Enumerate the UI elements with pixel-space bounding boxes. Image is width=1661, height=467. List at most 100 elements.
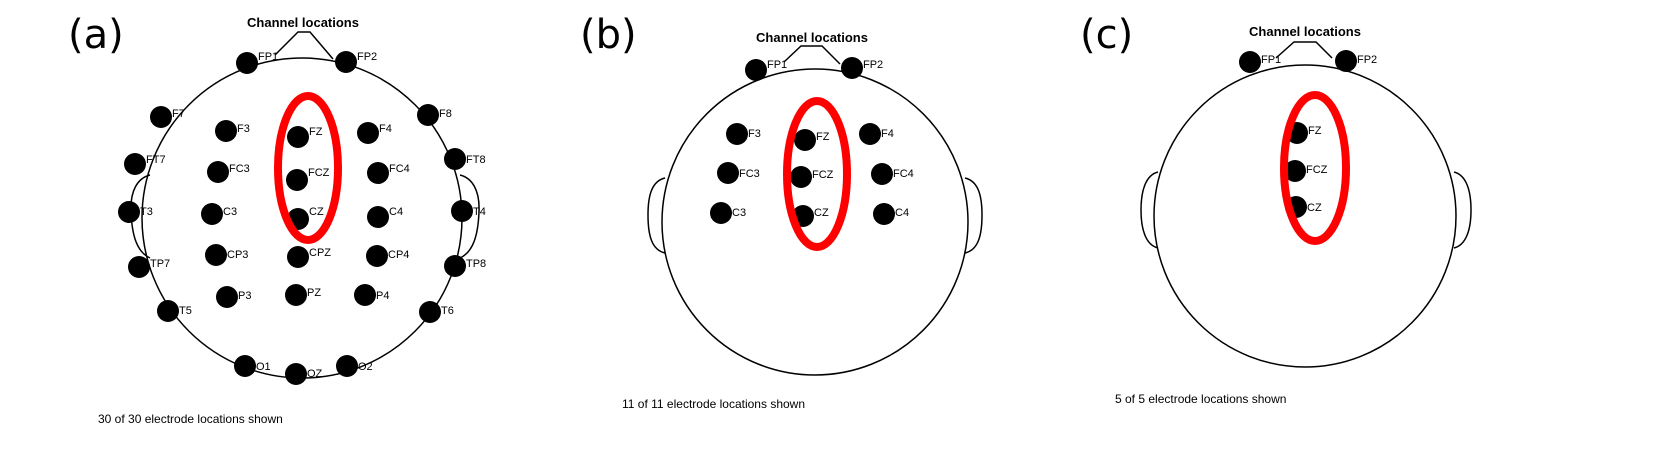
electrode: C4 <box>367 206 403 228</box>
electrode-label: P3 <box>238 290 251 302</box>
head-outline <box>661 68 969 376</box>
electrode-label: FC4 <box>389 163 410 175</box>
electrode-label: CP4 <box>388 249 409 261</box>
electrode: FZ <box>287 126 323 148</box>
electrode-label: O2 <box>358 361 373 373</box>
electrode: CP4 <box>366 245 409 267</box>
panel-b: (b) Channel locations FP1 FP2 F3 FZ F4 F… <box>580 12 983 411</box>
right-ear-outline <box>964 177 983 254</box>
electrode: FCZ <box>1284 160 1328 182</box>
nose-outline <box>783 45 841 65</box>
electrode-label: OZ <box>307 368 323 380</box>
electrode: FZ <box>794 129 830 151</box>
caption: 5 of 5 electrode locations shown <box>1115 392 1286 406</box>
head-title: Channel locations <box>1249 24 1361 39</box>
electrode-label: PZ <box>307 287 321 299</box>
electrode-group: FP1 FP2 FZ FCZ CZ <box>1239 50 1377 218</box>
electrode: FC4 <box>871 163 914 185</box>
electrode-label: FZ <box>309 126 323 138</box>
electrode: FCZ <box>790 166 834 188</box>
electrode-label: F4 <box>881 128 894 140</box>
nose-outline <box>1275 41 1333 59</box>
nose-outline <box>274 31 334 60</box>
highlight-ellipse <box>783 97 851 251</box>
panel-letter: (a) <box>68 12 124 58</box>
left-ear-outline <box>1140 171 1159 249</box>
electrode-label: FC3 <box>739 168 760 180</box>
electrode-label: FCZ <box>308 167 330 179</box>
electrode-label: C3 <box>223 206 237 218</box>
electrode: C3 <box>710 202 746 224</box>
electrode-label: F7 <box>172 108 185 120</box>
electrode-label: FT8 <box>466 154 486 166</box>
caption: 30 of 30 electrode locations shown <box>98 412 283 426</box>
electrode-label: FP2 <box>863 59 883 71</box>
head-title: Channel locations <box>756 30 868 45</box>
electrode-label: FZ <box>816 131 830 143</box>
electrode-label: F8 <box>439 108 452 120</box>
electrode: C3 <box>201 203 237 225</box>
electrode: O2 <box>336 355 373 377</box>
electrode-label: C3 <box>732 207 746 219</box>
electrode-label: FC3 <box>229 163 250 175</box>
electrode: FP1 <box>1239 51 1281 73</box>
right-ear-outline <box>459 174 480 259</box>
electrode-label: CPZ <box>309 247 331 259</box>
electrode-label: CZ <box>1307 202 1322 214</box>
electrode-group: FP1 FP2 F7 F3 FZ F4 F8 FT7 FC3 FCZ FC4 F… <box>118 51 486 385</box>
caption: 11 of 11 electrode locations shown <box>622 397 805 411</box>
electrode: O1 <box>234 355 271 377</box>
electrode-label: C4 <box>895 207 909 219</box>
highlight-ellipse <box>274 92 342 244</box>
electrode: FC3 <box>207 161 250 183</box>
electrode: FC3 <box>717 162 760 184</box>
head-outline <box>1153 64 1457 368</box>
electrode: CP3 <box>205 244 248 266</box>
electrode: FCZ <box>286 167 330 191</box>
right-ear-outline <box>1453 171 1472 249</box>
left-ear-outline <box>647 177 666 254</box>
electrode-label: CP3 <box>227 249 248 261</box>
panel-c: (c) Channel locations FP1 FP2 FZ FCZ CZ … <box>1080 12 1472 406</box>
panel-letter: (b) <box>580 12 637 58</box>
electrode: T6 <box>419 301 454 323</box>
electrode-label: F4 <box>379 123 392 135</box>
electrode-label: FP1 <box>767 59 787 71</box>
electrode: F3 <box>726 123 761 145</box>
electrode-label: C4 <box>389 206 403 218</box>
electrode: F7 <box>150 106 185 128</box>
electrode-label: FT7 <box>146 154 166 166</box>
electrode-label: FC4 <box>893 168 914 180</box>
electrode: TP7 <box>128 256 170 278</box>
electrode: P3 <box>216 286 251 308</box>
electrode-label: T4 <box>473 206 486 218</box>
electrode: FT8 <box>444 148 486 170</box>
highlight-ellipse <box>1280 91 1350 245</box>
panel-a: (a) Channel locations FP1 FP2 F7 F3 FZ F… <box>68 12 486 426</box>
electrode: CPZ <box>287 246 331 268</box>
electrode: FP1 <box>745 59 787 81</box>
electrode: FP2 <box>1335 50 1377 72</box>
electrode-label: FCZ <box>1306 164 1328 176</box>
electrode: T5 <box>157 300 192 322</box>
head-title: Channel locations <box>247 15 359 30</box>
electrode: F8 <box>417 104 452 126</box>
electrode-label: TP7 <box>150 258 170 270</box>
electrode: FP1 <box>236 51 278 74</box>
electrode: F4 <box>859 123 894 145</box>
electrode: F3 <box>215 120 250 142</box>
electrode-label: FCZ <box>812 169 834 181</box>
electrode-label: P4 <box>376 290 389 302</box>
electrode-label: FP2 <box>357 51 377 63</box>
electrode: FP2 <box>841 57 883 79</box>
electrode: FC4 <box>367 162 410 184</box>
electrode: TP8 <box>444 255 486 277</box>
electrode-label: T6 <box>441 305 454 317</box>
electrode: OZ <box>285 363 323 385</box>
electrode: FP2 <box>335 51 377 73</box>
electrode-label: FP2 <box>1357 54 1377 66</box>
electrode-label: T5 <box>179 305 192 317</box>
panel-letter: (c) <box>1080 12 1133 58</box>
electrode: T3 <box>118 201 153 223</box>
